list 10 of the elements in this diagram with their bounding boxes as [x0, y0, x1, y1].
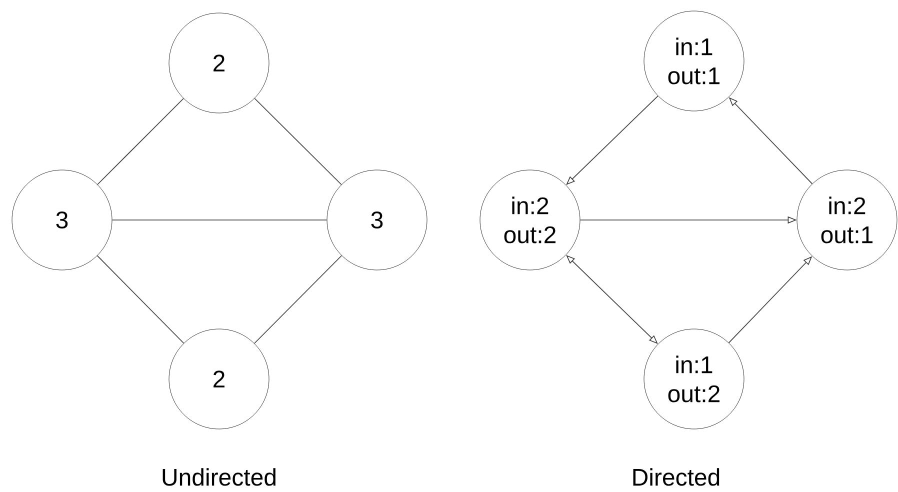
- graph-node: in:1 out:2: [644, 328, 744, 430]
- graph-node: in:2 out:2: [480, 170, 580, 270]
- graph-node: 2: [168, 328, 270, 430]
- graph-caption: Directed: [633, 468, 720, 486]
- graph-node: 3: [326, 170, 428, 270]
- graph-node: in:1 out:1: [644, 10, 744, 112]
- graph-node: 3: [12, 170, 112, 270]
- graph-node: in:2 out:1: [796, 170, 898, 270]
- graph-caption: Undirected: [162, 468, 276, 486]
- graph-node: 2: [168, 12, 270, 114]
